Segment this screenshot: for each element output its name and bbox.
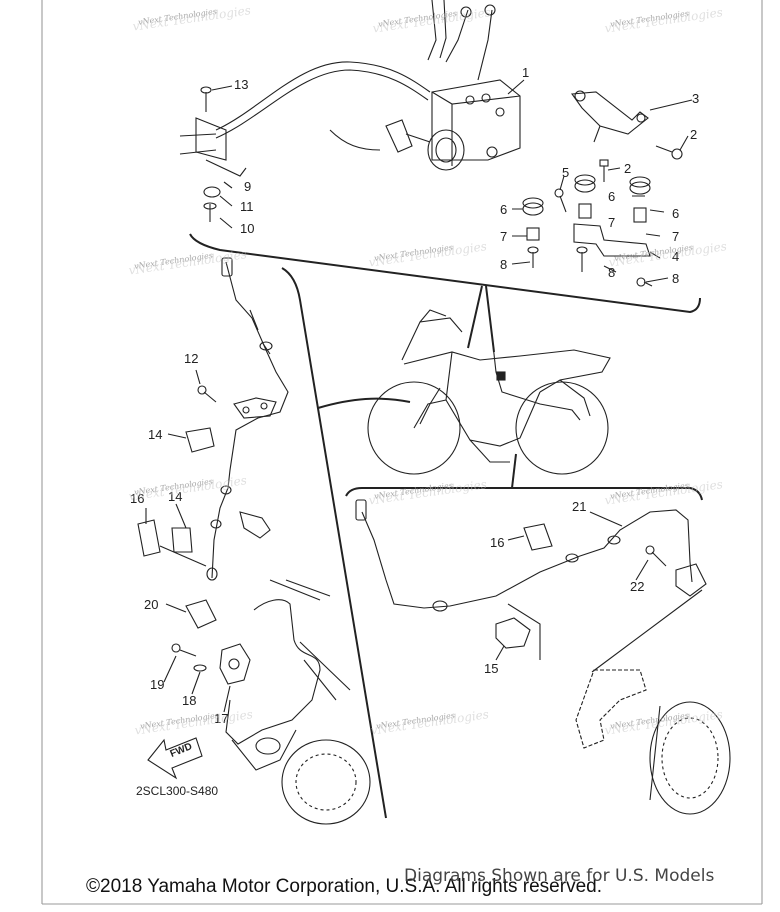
callout-5: 5 (562, 165, 570, 180)
callout-19: 19 (150, 677, 165, 692)
damper-stack-left (522, 197, 544, 268)
bolt-icon (599, 159, 609, 182)
callout-2: 2 (624, 161, 632, 176)
callout-8: 8 (500, 257, 508, 272)
callout-9: 9 (244, 179, 252, 194)
callout-13: 13 (234, 77, 249, 92)
callout-7: 7 (500, 229, 508, 244)
us-models-note: Diagrams Shown are for U.S. Models (404, 866, 715, 886)
callout-6: 6 (672, 206, 680, 221)
callout-10: 10 (240, 221, 255, 236)
callout-11: 11 (240, 199, 254, 214)
front-wheel-sensor-section (137, 257, 387, 825)
front-wheel-sensor (219, 643, 251, 685)
sensor-holder (495, 617, 531, 649)
callout-17: 17 (214, 711, 229, 726)
callout-16: 16 (490, 535, 505, 550)
callout-6: 6 (500, 202, 508, 217)
callout-8: 8 (672, 271, 680, 286)
callout-2: 2 (690, 127, 698, 142)
callout-21: 21 (572, 499, 587, 514)
stay-bracket (573, 223, 651, 257)
fwd-arrow-icon (147, 737, 203, 780)
callout-8: 8 (608, 265, 616, 280)
sensor-lead-bracket (233, 397, 277, 419)
callout-12: 12 (184, 351, 199, 366)
callout-22: 22 (630, 579, 645, 594)
callout-4: 4 (672, 249, 680, 264)
callout-15: 15 (484, 661, 499, 676)
brake-hose-joint (195, 86, 247, 222)
damper-stack-middle (554, 174, 596, 272)
callout-7: 7 (672, 229, 680, 244)
callout-18: 18 (182, 693, 197, 708)
abs-hydraulic-unit (385, 79, 521, 171)
callout-20: 20 (144, 597, 159, 612)
rear-wheel-sensor (675, 563, 707, 597)
callout-1: 1 (522, 65, 530, 80)
copyright-notice: ©2018 Yamaha Motor Corporation, U.S.A. A… (86, 876, 602, 897)
rear-wheel-sensor-section (345, 487, 731, 815)
bolt-icon (655, 145, 683, 160)
damper-stack-right (629, 176, 653, 287)
front-brake-disc (281, 739, 371, 825)
hydraulic-unit-bracket (570, 90, 649, 143)
hydraulic-unit-section (179, 0, 701, 314)
rear-brake-disc (649, 701, 731, 815)
lead-clamp (185, 427, 215, 453)
callout-14: 14 (168, 489, 183, 504)
callout-3: 3 (692, 91, 700, 106)
callout-16: 16 (130, 491, 145, 506)
callout-14: 14 (148, 427, 163, 442)
motorcycle-overview (317, 285, 611, 489)
callout-7: 7 (608, 215, 616, 230)
callout-6: 6 (608, 189, 616, 204)
diagram-code: 2SCL300-S480 (136, 784, 219, 798)
